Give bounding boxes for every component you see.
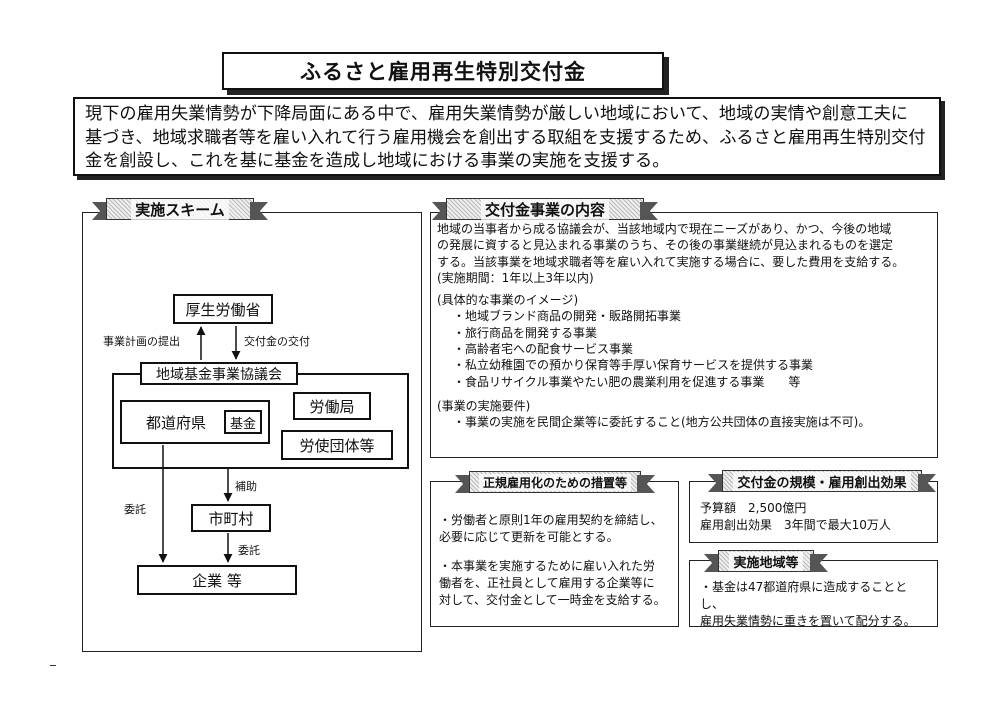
municipality-label: 市町村 <box>208 509 254 528</box>
regular-para-1: ・労働者と原則1年の雇用契約を締結し、 必要に応じて更新を可能とする。 <box>439 513 663 544</box>
intro-paragraph: 現下の雇用失業情勢が下降局面にある中で、雇用失業情勢が厳しい地域において、地域の… <box>73 97 941 176</box>
council-label: 地域基金事業協議会 <box>156 366 282 383</box>
content-item: ・旅行商品を開発する事業 <box>453 325 598 340</box>
companies-label: 企業 等 <box>192 571 242 590</box>
page-title-box: ふるさと雇用再生特別交付金 <box>222 52 664 90</box>
labor-bureau-label: 労働局 <box>309 397 355 416</box>
scale-effect: 雇用創出効果 3年間で最大10万人 <box>700 518 891 532</box>
regular-heading: 正規雇用化のための措置等 <box>478 473 631 491</box>
labor-groups-label: 労使団体等 <box>299 436 375 455</box>
content-item: ・私立幼稚園での預かり保育等手厚い保育サービスを提供する事業 <box>453 358 814 373</box>
council-box: 地域基金事業協議会 <box>140 362 298 385</box>
content-paragraph: 地域の当事者から成る協議会が、当該地域内で現在ニーズがあり、かつ、今後の地域 の… <box>437 222 905 285</box>
fund-box: 基金 <box>224 410 262 434</box>
scale-heading: 交付金の規模・雇用創出効果 <box>733 471 911 491</box>
content-item: ・高齢者宅への配食サービス事業 <box>453 342 634 357</box>
content-req-heading: (事業の実施要件) <box>437 398 531 413</box>
regular-panel: ・労働者と原則1年の雇用契約を締結し、 必要に応じて更新を可能とする。 ・本事業… <box>430 481 679 627</box>
content-heading-ribbon: 交付金事業の内容 <box>432 198 658 220</box>
content-req-item: ・事業の実施を民間企業等に委託すること(地方公共団体の直接実施は不可)。 <box>453 415 871 430</box>
mhlw-label: 厚生労働省 <box>185 300 261 319</box>
regular-heading-ribbon: 正規雇用化のための措置等 <box>455 471 655 493</box>
area-heading-ribbon: 実施地域等 <box>704 550 828 572</box>
content-item: ・地域ブランド商品の開発・販路開拓事業 <box>453 309 682 324</box>
content-image-heading: (具体的な事業のイメージ) <box>437 293 579 308</box>
content-item: ・食品リサイクル事業やたい肥の農業利用を促進する事業 等 <box>453 374 801 389</box>
area-text: ・基金は47都道府県に造成することとし、 雇用失業情勢に重きを置いて配分する。 <box>700 580 916 628</box>
area-heading: 実施地域等 <box>729 551 803 571</box>
fund-label: 基金 <box>229 416 256 432</box>
companies-box: 企業 等 <box>137 565 297 595</box>
grant-issue-label: 交付金の交付 <box>244 335 310 348</box>
entrust-left-label: 委託 <box>124 503 146 516</box>
scheme-heading-ribbon: 実施スキーム <box>92 198 268 220</box>
prefecture-box: 都道府県 <box>120 400 270 444</box>
plan-submit-label: 事業計画の提出 <box>103 335 180 348</box>
content-panel: 地域の当事者から成る協議会が、当該地域内で現在ニーズがあり、かつ、今後の地域 の… <box>430 212 938 458</box>
page-title: ふるさと雇用再生特別交付金 <box>300 60 586 84</box>
content-heading: 交付金事業の内容 <box>480 198 609 220</box>
scale-budget: 予算額 2,500億円 <box>700 501 807 515</box>
municipality-box: 市町村 <box>191 504 271 532</box>
mhlw-box: 厚生労働省 <box>173 294 273 324</box>
subsidy-label: 補助 <box>235 480 257 493</box>
labor-groups-box: 労使団体等 <box>281 430 393 460</box>
scale-heading-ribbon: 交付金の規模・雇用創出効果 <box>708 470 936 492</box>
entrust-right-label: 委託 <box>238 544 260 557</box>
labor-bureau-box: 労働局 <box>293 392 371 420</box>
prefecture-label: 都道府県 <box>146 413 207 432</box>
regular-para-2: ・本事業を実施するために雇い入れた労 働者を、正社員として雇用する企業等に 対し… <box>439 559 666 607</box>
margin-mark <box>50 665 56 666</box>
scheme-heading: 実施スキーム <box>131 198 229 220</box>
